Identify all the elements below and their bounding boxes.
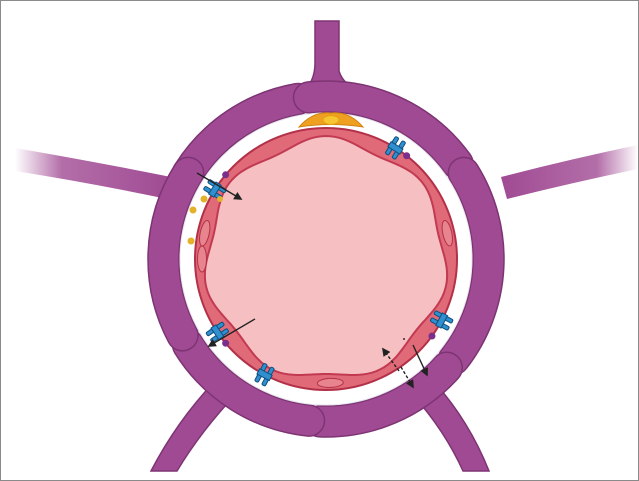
endothelial-cell-layer (195, 128, 457, 390)
vessel-lumen (205, 136, 447, 375)
endothelial-nucleus (198, 246, 207, 272)
solute-particle (188, 238, 195, 245)
tight-junction (222, 340, 229, 347)
astrocyte-process-left (15, 148, 171, 199)
solute-particle (201, 196, 208, 203)
tight-junction (403, 152, 410, 159)
solute-particle (217, 196, 223, 202)
astrocyte-process-right (501, 145, 638, 199)
tight-junction (222, 171, 229, 178)
tight-junction (428, 332, 435, 339)
solute-particle (190, 207, 197, 214)
pericyte-nucleus (323, 116, 339, 125)
